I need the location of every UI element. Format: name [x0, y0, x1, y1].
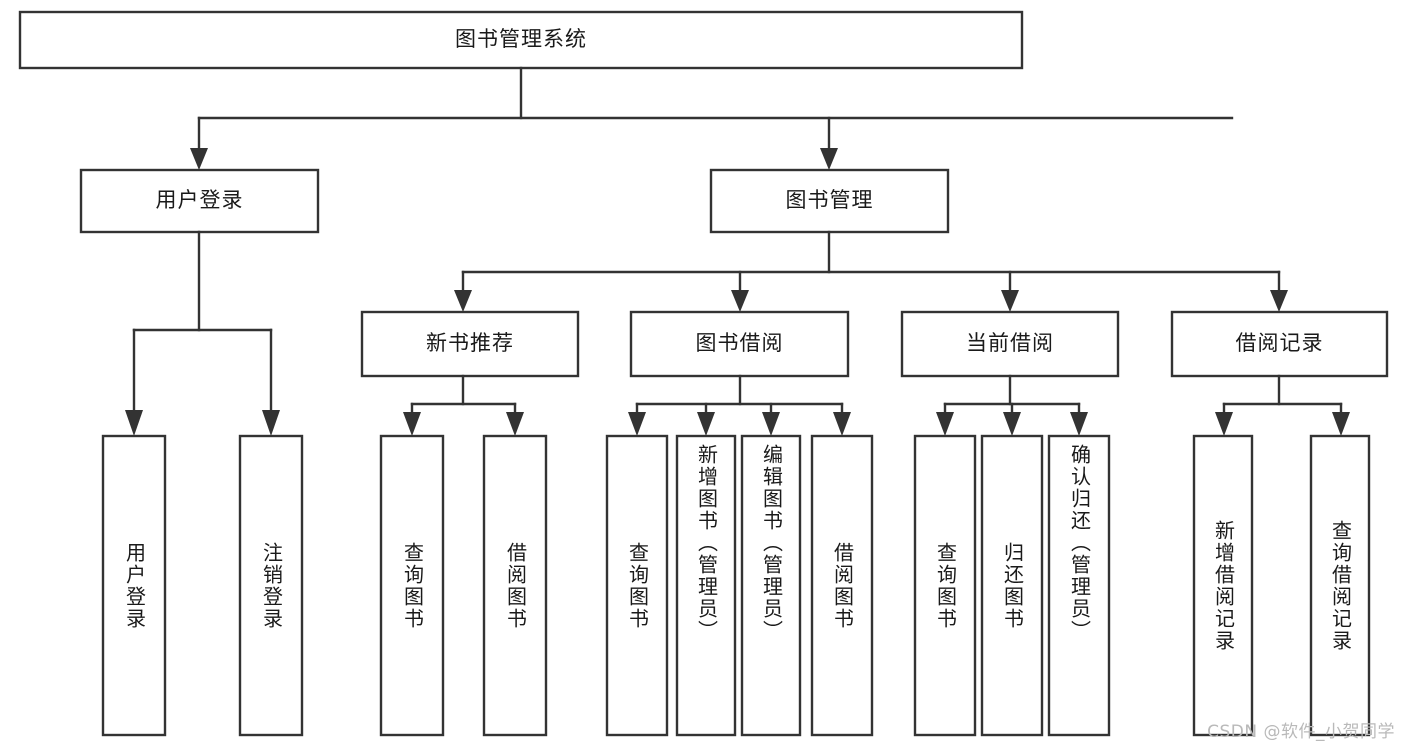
arrow-to-leaf-add-book-admin [697, 412, 715, 436]
node-new-book-recommend-box[interactable] [360, 310, 580, 378]
leaf-query-book-3-box[interactable] [913, 434, 977, 737]
arrow-to-leaf-user-login [125, 410, 143, 436]
arrow-to-leaf-return-book [1003, 412, 1021, 436]
leaf-edit-book-admin-box[interactable] [740, 434, 802, 737]
leaf-confirm-return-admin-box[interactable] [1047, 434, 1111, 737]
node-current-borrow-box[interactable] [900, 310, 1120, 378]
arrow-to-leaf-edit-book-admin [762, 412, 780, 436]
arrow-to-leaf-borrow-book-1 [506, 412, 524, 436]
arrow-to-leaf-confirm-return-admin [1070, 412, 1088, 436]
arrow-to-leaf-query-book-1 [403, 412, 421, 436]
arrow-to-current-borrow [1001, 290, 1019, 312]
node-borrow-record-box[interactable] [1170, 310, 1389, 378]
leaf-borrow-book-1-box[interactable] [482, 434, 548, 737]
leaf-return-book-box[interactable] [980, 434, 1044, 737]
leaf-add-record-box[interactable] [1192, 434, 1254, 737]
node-book-manage-box[interactable] [709, 168, 950, 234]
leaf-logout-box[interactable] [238, 434, 304, 737]
arrow-to-book-manage [820, 148, 838, 170]
arrow-to-new-book-recommend [454, 290, 472, 312]
arrow-to-leaf-logout [262, 410, 280, 436]
node-book-borrow-box[interactable] [629, 310, 850, 378]
leaf-add-book-admin-box[interactable] [675, 434, 737, 737]
leaf-query-record-box[interactable] [1309, 434, 1371, 737]
leaf-user-login-box[interactable] [101, 434, 167, 737]
leaf-query-book-2-box[interactable] [605, 434, 669, 737]
node-root-box[interactable] [18, 10, 1024, 70]
arrow-to-leaf-query-book-2 [628, 412, 646, 436]
arrow-to-borrow-record [1270, 290, 1288, 312]
arrow-to-leaf-add-record [1215, 412, 1233, 436]
leaf-query-book-1-box[interactable] [379, 434, 445, 737]
arrow-to-book-borrow [731, 290, 749, 312]
arrow-to-leaf-borrow-book-2 [833, 412, 851, 436]
node-user-login-box[interactable] [79, 168, 320, 234]
arrow-to-leaf-query-book-3 [936, 412, 954, 436]
leaf-borrow-book-2-box[interactable] [810, 434, 874, 737]
csdn-watermark: CSDN @软件_小贺同学 [1207, 722, 1395, 742]
arrow-to-leaf-query-record [1332, 412, 1350, 436]
arrow-to-user-login [190, 148, 208, 170]
